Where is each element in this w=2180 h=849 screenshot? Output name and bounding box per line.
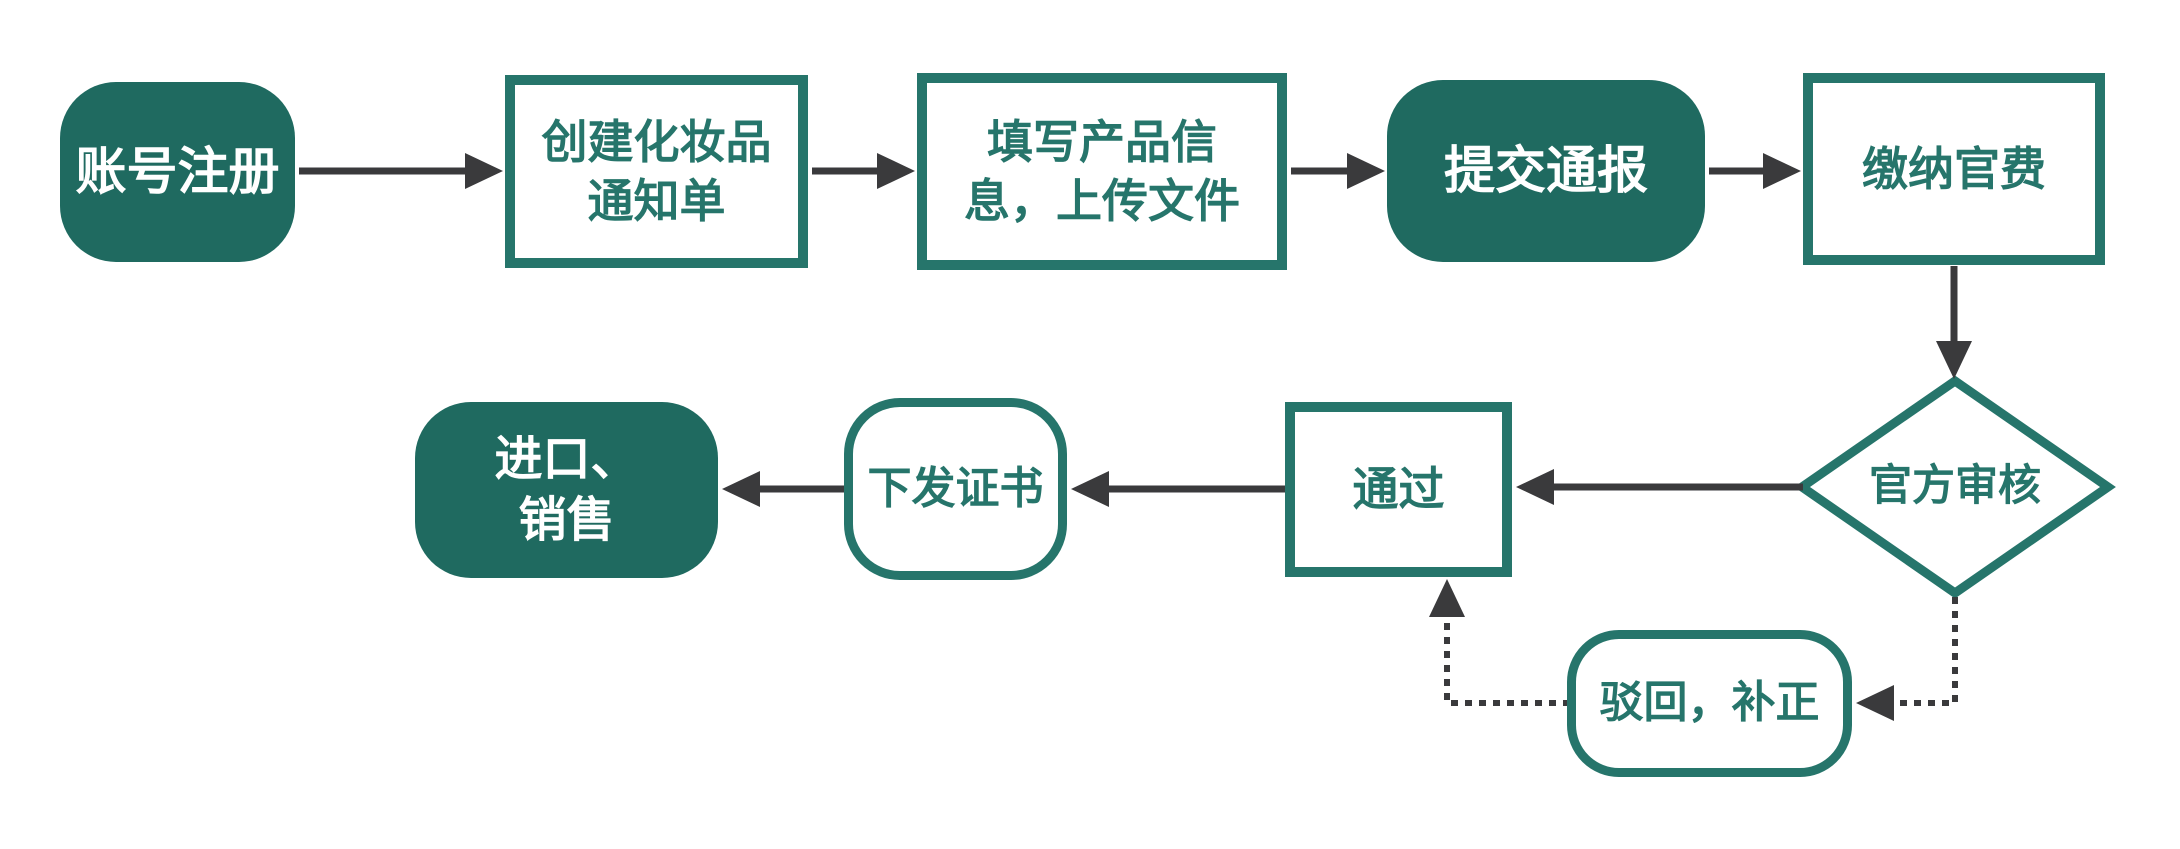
arrow-fillinfo-to-submit <box>1291 153 1385 189</box>
node-pay-official-fee: 缴纳官费 <box>1803 73 2105 265</box>
dotted-arrow-reject-to-pass <box>1429 579 1570 706</box>
dotted-arrow-review-to-reject <box>1856 597 1958 721</box>
node-issue-certificate: 下发证书 <box>844 398 1067 580</box>
arrow-register-to-create <box>299 153 503 189</box>
node-official-review-label: 官方审核 <box>1869 462 2041 511</box>
arrow-payfee-to-review <box>1936 266 1972 379</box>
arrow-review-to-pass <box>1516 469 1803 505</box>
node-import-and-sales: 进口、 销售 <box>415 402 718 578</box>
node-create-cosmetic-notification: 创建化妆品 通知单 <box>505 75 808 268</box>
node-rejected-supplement: 驳回，补正 <box>1567 630 1852 777</box>
node-submit-notification: 提交通报 <box>1387 80 1705 262</box>
node-review-passed: 通过 <box>1285 402 1512 577</box>
arrow-issuecert-to-importsales <box>722 471 844 507</box>
decision-diamond-shape <box>1794 375 2116 599</box>
arrow-submit-to-payfee <box>1709 153 1801 189</box>
node-fill-product-info-upload-files: 填写产品信 息，上传文件 <box>917 73 1287 270</box>
arrow-create-to-fillinfo <box>812 153 915 189</box>
arrow-pass-to-issuecert <box>1071 471 1285 507</box>
node-account-register: 账号注册 <box>60 82 295 262</box>
